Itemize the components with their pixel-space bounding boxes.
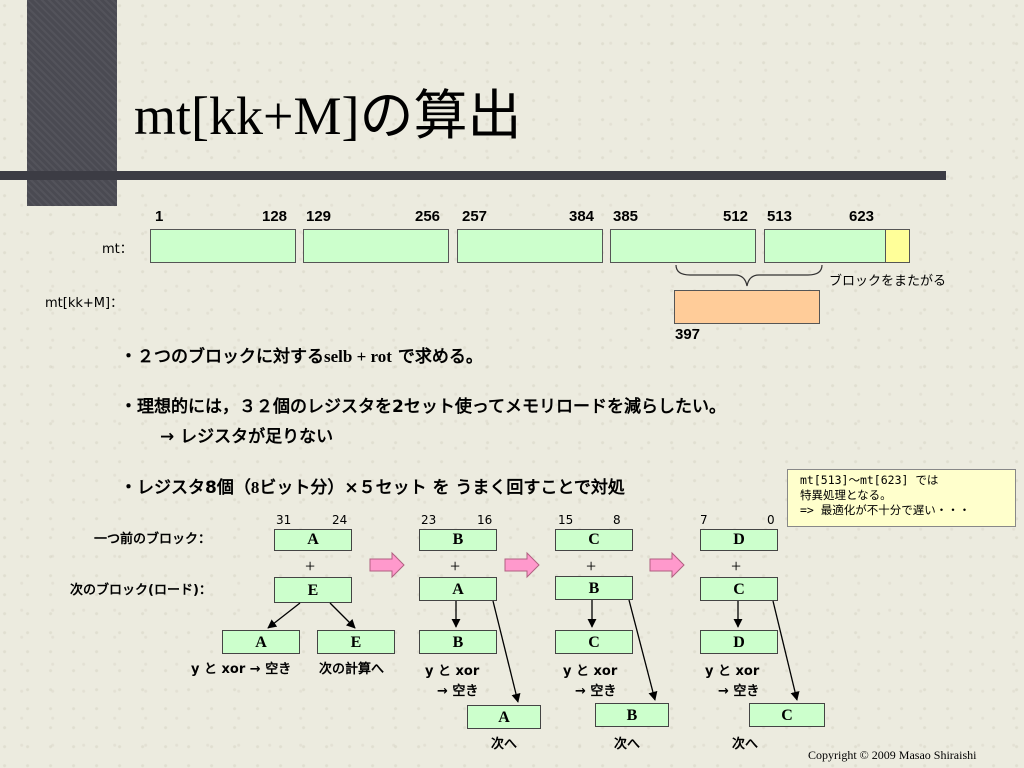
range-start-4: 385 bbox=[613, 208, 639, 225]
caption-xor-3: y と xor bbox=[563, 664, 618, 679]
reg-result-a: A bbox=[222, 630, 300, 654]
mtkm-row-label: mt[kk+M]： bbox=[45, 296, 124, 311]
bit-24: 24 bbox=[332, 513, 348, 527]
mtkm-segment bbox=[674, 290, 820, 324]
reg-load-3: B bbox=[555, 576, 633, 600]
caption-empty-4: → 空き bbox=[718, 684, 760, 699]
caption-next-2: 次へ bbox=[614, 737, 641, 752]
plus-4: + bbox=[731, 556, 742, 576]
bullet-1-post: で求める。 bbox=[397, 347, 483, 367]
carry-arrow-b bbox=[628, 599, 658, 701]
plus-1: + bbox=[305, 556, 316, 576]
bullet-3: ・レジスタ8個（8ビット分）×５セット を うまく回すことで対処 bbox=[120, 473, 625, 498]
carry-arrow-a bbox=[492, 600, 521, 703]
reg-load-4: C bbox=[700, 577, 778, 601]
mt-segment-4 bbox=[610, 229, 756, 263]
span-brace bbox=[675, 264, 823, 287]
mt-segment-tail bbox=[885, 229, 910, 263]
range-end-4: 512 bbox=[723, 208, 749, 225]
range-start-1: 1 bbox=[155, 208, 164, 225]
note-line-2: 特異処理となる。 bbox=[800, 488, 892, 502]
bit-7: 7 bbox=[700, 513, 708, 527]
pink-arrow-3 bbox=[649, 551, 685, 579]
bullet-2-sub: → レジスタが足りない bbox=[160, 427, 334, 447]
mt-segment-2 bbox=[303, 229, 449, 263]
bit-8: 8 bbox=[613, 513, 621, 527]
mtkm-start-index: 397 bbox=[675, 326, 701, 343]
plus-3: + bbox=[586, 556, 597, 576]
mt-segment-1 bbox=[150, 229, 296, 263]
bullet-1: ・２つのブロックに対するselb + rot で求める。 bbox=[120, 342, 483, 367]
bit-16: 16 bbox=[477, 513, 493, 527]
reg-top-1: A bbox=[274, 529, 352, 551]
reg-top-2: B bbox=[419, 529, 497, 551]
range-end-2: 256 bbox=[415, 208, 441, 225]
note-line-3: => 最適化が不十分で遅い・・・ bbox=[800, 503, 971, 517]
reg-carry-b: B bbox=[595, 703, 669, 727]
copyright-text: Copyright © 2009 Masao Shiraishi bbox=[808, 748, 977, 762]
range-end-5: 623 bbox=[849, 208, 875, 225]
note-line-1: mt[513]～mt[623] では bbox=[800, 473, 939, 487]
mt-segment-3 bbox=[457, 229, 603, 263]
carry-arrow-c bbox=[772, 600, 800, 701]
split-arrow-right bbox=[329, 602, 356, 629]
bullet-2: ・理想的には，３２個のレジスタを2セット使ってメモリロードを減らしたい。 bbox=[120, 397, 726, 417]
range-start-5: 513 bbox=[767, 208, 793, 225]
reg-top-4: D bbox=[700, 529, 778, 551]
reg-result-e: E bbox=[317, 630, 395, 654]
caption-next-calc: 次の計算へ bbox=[319, 662, 385, 677]
plus-2: + bbox=[450, 556, 461, 576]
reg-result-c: C bbox=[555, 630, 633, 654]
bullet-1-code: selb + rot bbox=[324, 347, 392, 366]
bit-15: 15 bbox=[558, 513, 574, 527]
next-block-label: 次のブロック(ロード)： bbox=[70, 583, 212, 598]
range-end-3: 384 bbox=[569, 208, 595, 225]
bullet-3-post: ビット分）×５セット を うまく回すことで対処 bbox=[259, 478, 625, 498]
reg-result-d: D bbox=[700, 630, 778, 654]
bit-23: 23 bbox=[421, 513, 437, 527]
bit-31: 31 bbox=[276, 513, 292, 527]
mt-segment-5 bbox=[764, 229, 886, 263]
reg-load-1: E bbox=[274, 577, 352, 603]
pink-arrow-1 bbox=[369, 551, 405, 579]
caption-xor-empty-1: y と xor → 空き bbox=[191, 662, 292, 677]
reg-load-2: A bbox=[419, 577, 497, 601]
reg-carry-c: C bbox=[749, 703, 825, 727]
caption-empty-3: → 空き bbox=[575, 684, 617, 699]
caption-next-3: 次へ bbox=[732, 737, 759, 752]
caption-next-1: 次へ bbox=[491, 737, 518, 752]
caption-empty-2: → 空き bbox=[437, 684, 479, 699]
bit-0: 0 bbox=[767, 513, 775, 527]
reg-result-b: B bbox=[419, 630, 497, 654]
range-end-1: 128 bbox=[262, 208, 288, 225]
pink-arrow-2 bbox=[504, 551, 540, 579]
title-underline-bar bbox=[0, 171, 946, 180]
mt-row-label: mt： bbox=[102, 242, 133, 257]
bullet-1-pre: ・２つのブロックに対する bbox=[120, 347, 324, 367]
caption-xor-2: y と xor bbox=[425, 664, 480, 679]
note-box: mt[513]～mt[623] では 特異処理となる。 => 最適化が不十分で遅… bbox=[787, 469, 1016, 527]
bullet-3-mid: 8 bbox=[250, 478, 260, 497]
bullet-3-pre: ・レジスタ8個（ bbox=[120, 478, 251, 498]
prev-block-label: 一つ前のブロック： bbox=[94, 532, 212, 547]
reg-carry-a: A bbox=[467, 705, 541, 729]
slide-title: mt[kk+M]の算出 bbox=[134, 86, 522, 146]
span-label: ブロックをまたがる bbox=[829, 274, 947, 289]
split-arrow-left bbox=[267, 602, 301, 629]
range-start-3: 257 bbox=[462, 208, 488, 225]
range-start-2: 129 bbox=[306, 208, 332, 225]
caption-xor-4: y と xor bbox=[705, 664, 760, 679]
reg-top-3: C bbox=[555, 529, 633, 551]
